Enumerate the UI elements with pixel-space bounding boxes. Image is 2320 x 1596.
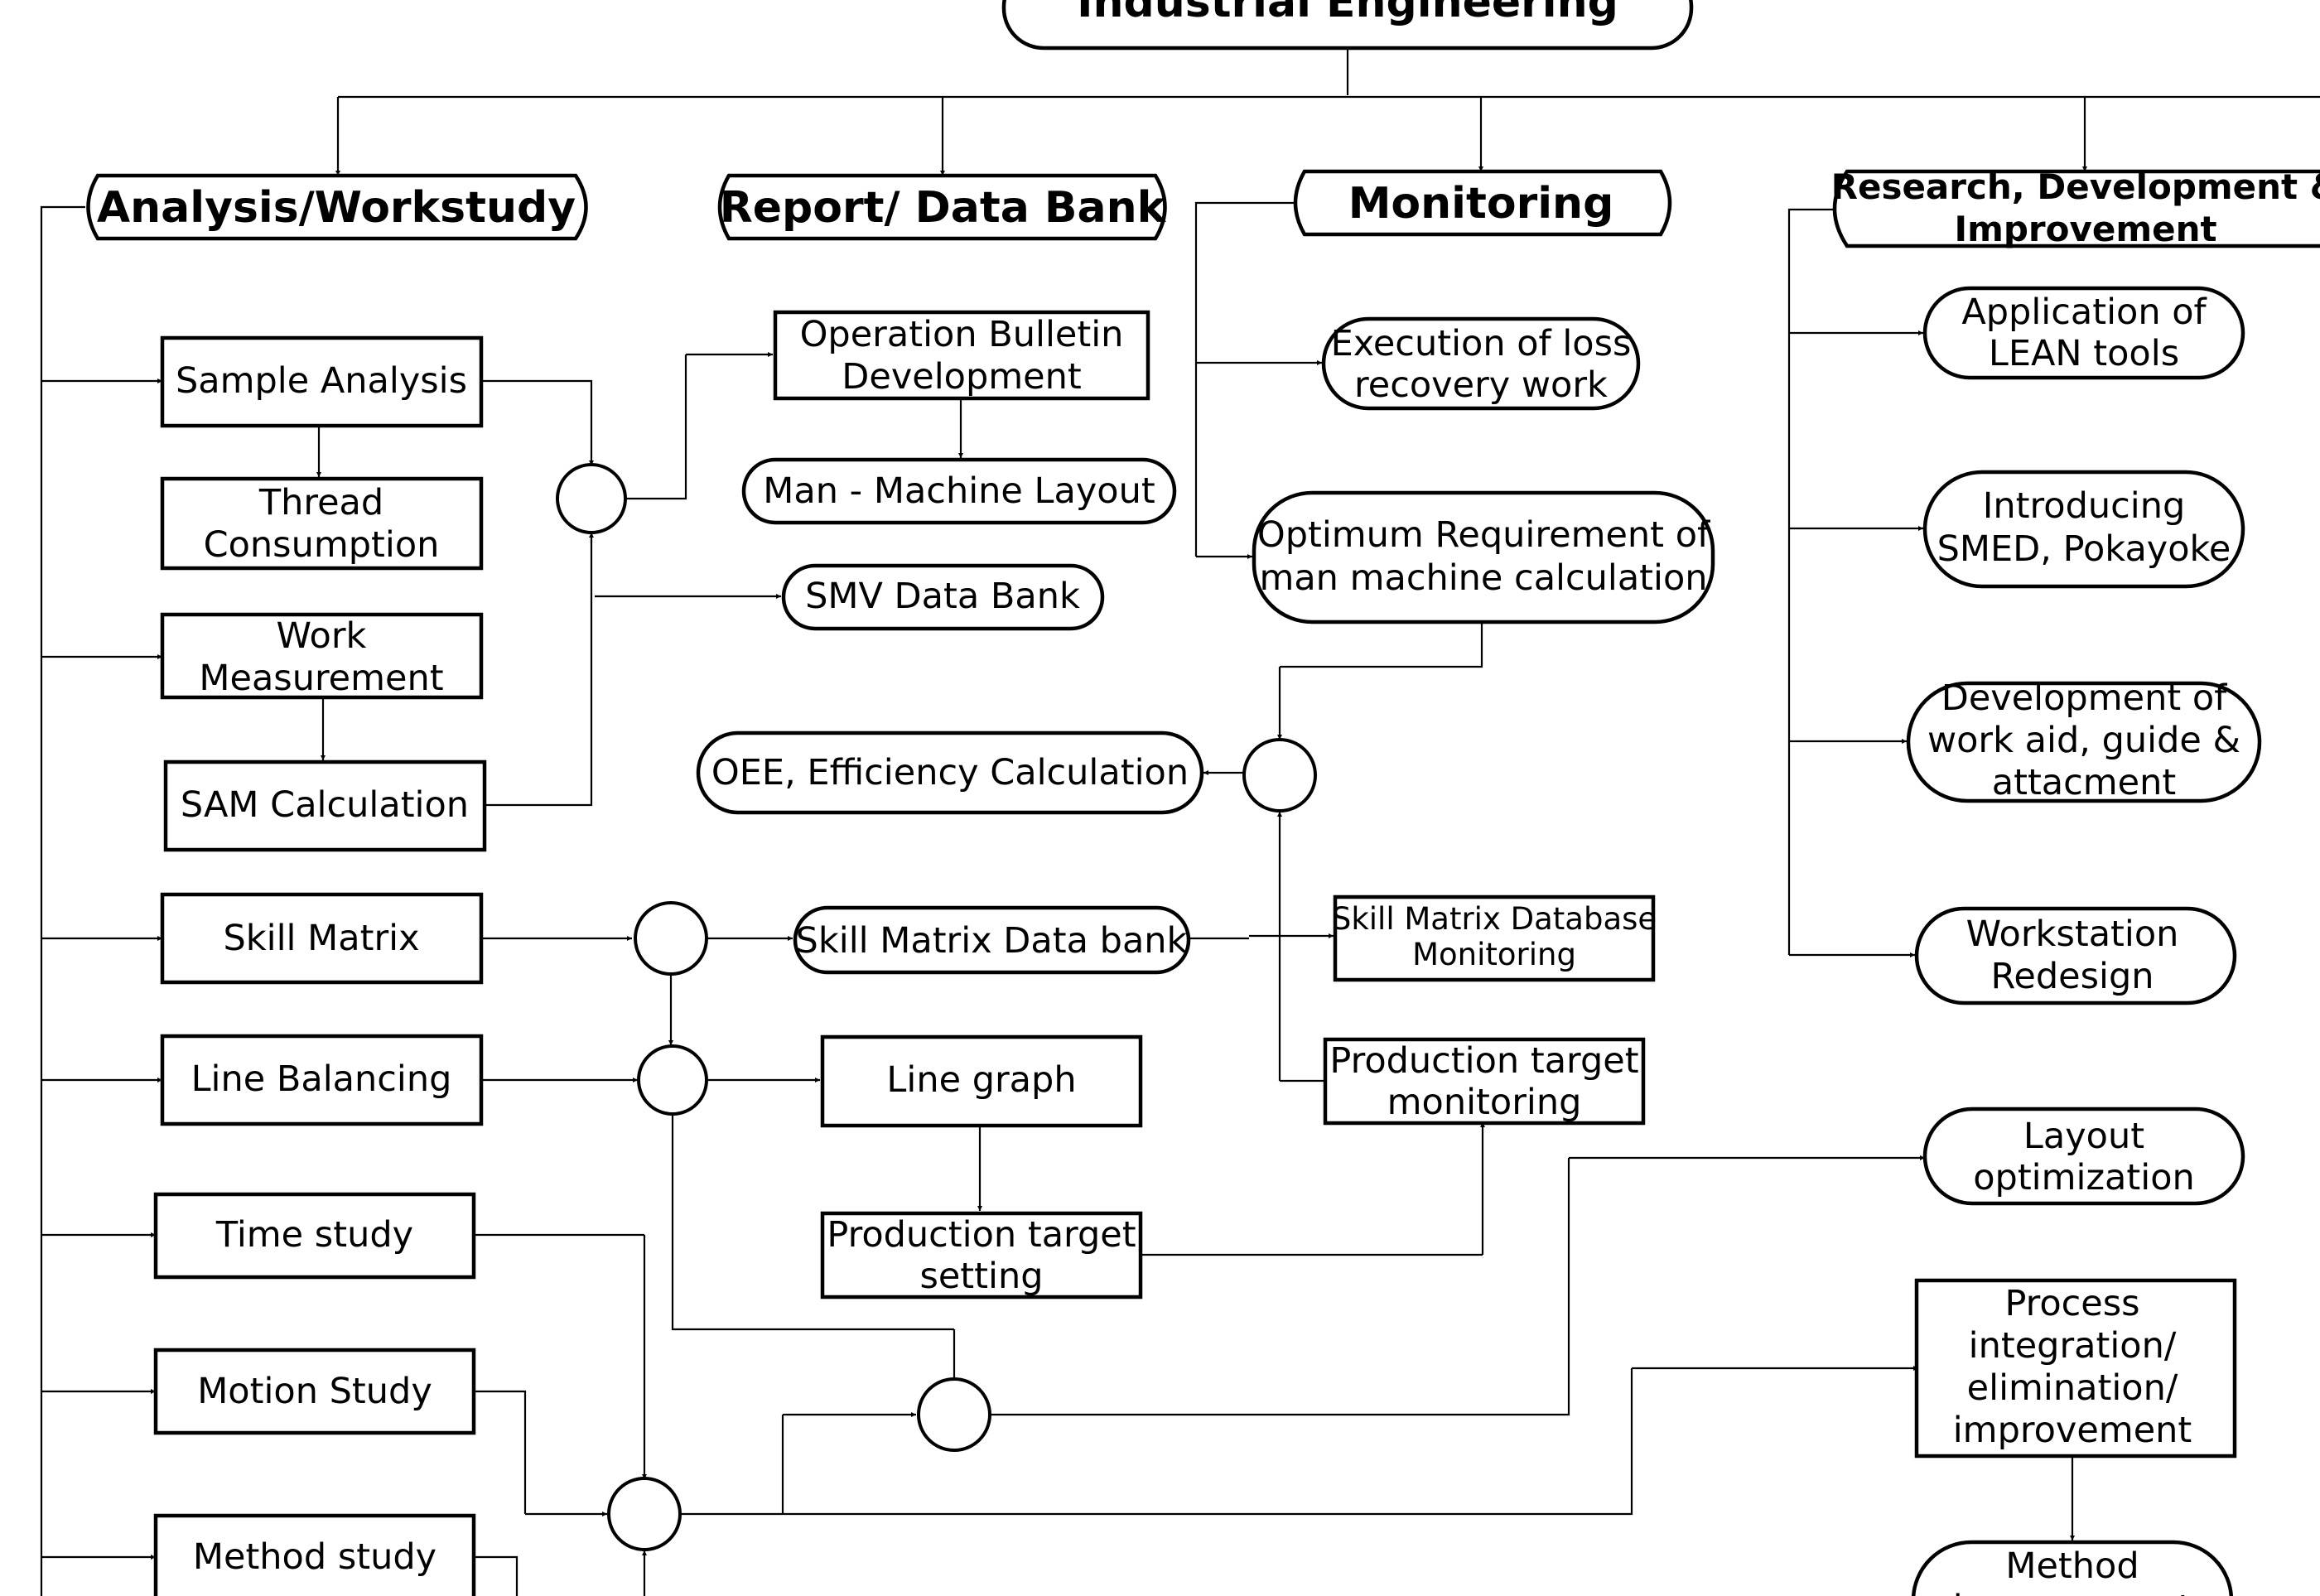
svg-text:Introducing: Introducing (1983, 485, 2186, 527)
junction-nodes (556, 463, 1317, 1551)
node-production-target-monitoring: Production target monitoring (1323, 1037, 1646, 1126)
node-work-measurement: Work Measurement (160, 612, 484, 700)
svg-text:Consumption: Consumption (204, 524, 440, 566)
svg-text:Sample Analysis: Sample Analysis (176, 360, 467, 402)
node-skill-matrix-data-bank: Skill Matrix Data bank (793, 905, 1191, 975)
svg-text:work aid, guide &: work aid, guide & (1927, 720, 2240, 761)
svg-text:Monitoring: Monitoring (1412, 937, 1576, 972)
svg-text:Skill Matrix Database: Skill Matrix Database (1332, 901, 1657, 937)
node-execution-loss-recovery: Execution of loss recovery work (1321, 316, 1641, 411)
svg-text:recovery work: recovery work (1354, 364, 1608, 406)
header-analysis-label: Analysis/Workstudy (97, 183, 576, 233)
svg-text:OEE, Efficiency Calculation: OEE, Efficiency Calculation (711, 752, 1189, 793)
node-skill-matrix-db-monitoring: Skill Matrix Database Monitoring (1332, 894, 1657, 982)
root-node: Industrial Engineering (1001, 0, 1694, 51)
svg-text:Thread: Thread (258, 482, 383, 523)
svg-text:Man - Machine Layout: Man - Machine Layout (763, 470, 1155, 512)
junction-study (607, 1477, 682, 1551)
svg-text:Line graph: Line graph (886, 1059, 1076, 1101)
svg-text:Development: Development (842, 356, 1081, 398)
node-sample-analysis: Sample Analysis (160, 335, 484, 428)
node-line-balancing: Line Balancing (160, 1034, 484, 1126)
node-workstation-redesign: Workstation Redesign (1914, 906, 2237, 1005)
svg-text:Layout: Layout (2023, 1116, 2144, 1157)
svg-text:SMV Data Bank: SMV Data Bank (805, 576, 1080, 617)
root-title: Industrial Engineering (1077, 0, 1618, 27)
header-research: Research, Development & Improvement (1831, 166, 2320, 249)
svg-text:SAM Calculation: SAM Calculation (181, 784, 469, 826)
svg-text:Skill Matrix Data bank: Skill Matrix Data bank (796, 920, 1188, 962)
header-analysis: Analysis/Workstudy (86, 173, 588, 241)
connector-lines (40, 48, 2320, 1596)
svg-text:improvement: improvement (1953, 1588, 2192, 1596)
node-optimum-requirement: Optimum Requirement of man machine calcu… (1252, 490, 1715, 624)
header-report: Report/ Data Bank (717, 173, 1167, 241)
svg-text:SMED, Pokayoke: SMED, Pokayoke (1937, 528, 2231, 570)
node-smed-pokayoke: Introducing SMED, Pokayoke (1922, 470, 2245, 589)
svg-text:Work: Work (277, 615, 367, 657)
svg-text:Measurement: Measurement (199, 658, 443, 699)
node-sam-calculation: SAM Calculation (163, 759, 487, 852)
junction-line-balancing (637, 1044, 708, 1116)
header-research-line-2: Improvement (1954, 209, 2216, 249)
svg-text:Time study: Time study (215, 1214, 413, 1256)
node-lean-tools: Application of LEAN tools (1922, 286, 2245, 380)
svg-text:Production target: Production target (1329, 1040, 1638, 1082)
node-layout-optimization: Layout optimization (1922, 1107, 2245, 1206)
svg-text:Operation Bulletin: Operation Bulletin (800, 314, 1124, 355)
node-production-target-setting: Production target setting (820, 1211, 1143, 1299)
junction-skill (634, 901, 708, 976)
svg-text:Application of: Application of (1961, 292, 2207, 333)
node-motion-study: Motion Study (153, 1348, 476, 1435)
node-skill-matrix: Skill Matrix (160, 892, 484, 985)
header-monitoring: Monitoring (1293, 169, 1672, 237)
node-method-improvement: Method improvement (1911, 1540, 2234, 1596)
svg-text:Method: Method (2005, 1545, 2139, 1587)
svg-text:setting: setting (919, 1256, 1043, 1297)
svg-text:Development of: Development of (1941, 677, 2227, 719)
junction-layout (917, 1377, 991, 1452)
svg-text:Execution of loss: Execution of loss (1331, 323, 1632, 364)
node-thread-consumption: Thread Consumption (160, 476, 484, 571)
svg-text:LEAN tools: LEAN tools (1989, 333, 2179, 374)
node-process-integration: Process integration/ elimination/ improv… (1914, 1278, 2237, 1459)
svg-text:monitoring: monitoring (1387, 1082, 1582, 1123)
svg-text:elimination/: elimination/ (1967, 1367, 2178, 1409)
svg-text:Skill Matrix: Skill Matrix (223, 918, 419, 959)
node-man-machine-layout: Man - Machine Layout (741, 457, 1177, 525)
node-smv-data-bank: SMV Data Bank (781, 563, 1105, 631)
junction-analysis (556, 463, 627, 534)
header-monitoring-label: Monitoring (1348, 179, 1614, 229)
header-report-label: Report/ Data Bank (720, 183, 1167, 233)
junction-oee (1242, 738, 1317, 812)
node-line-graph: Line graph (820, 1034, 1143, 1128)
node-oee-efficiency: OEE, Efficiency Calculation (696, 730, 1204, 815)
svg-text:Method study: Method study (193, 1536, 437, 1578)
node-method-study: Method study (153, 1513, 476, 1596)
node-time-study: Time study (153, 1192, 476, 1280)
svg-text:Redesign: Redesign (1990, 956, 2154, 997)
svg-text:Production target: Production target (827, 1214, 1136, 1256)
node-work-aid: Development of work aid, guide & attacme… (1906, 677, 2262, 803)
svg-text:Process: Process (2004, 1283, 2139, 1324)
svg-text:Motion Study: Motion Study (197, 1371, 432, 1412)
svg-text:attacment: attacment (1992, 762, 2177, 803)
svg-text:Line Balancing: Line Balancing (191, 1058, 452, 1100)
svg-text:Optimum Requirement of: Optimum Requirement of (1257, 514, 1710, 556)
svg-text:Workstation: Workstation (1966, 914, 2179, 955)
svg-text:optimization: optimization (1973, 1157, 2195, 1198)
svg-text:improvement: improvement (1953, 1410, 2192, 1451)
header-research-line-1: Research, Development & (1831, 166, 2320, 207)
node-operation-bulletin: Operation Bulletin Development (773, 310, 1150, 401)
svg-text:man machine calculation: man machine calculation (1259, 557, 1707, 599)
svg-text:integration/: integration/ (1969, 1325, 2177, 1367)
